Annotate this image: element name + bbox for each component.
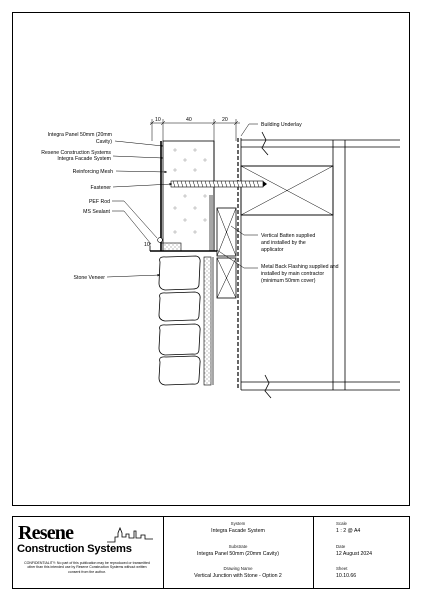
label-reinforcing-mesh: Reinforcing Mesh — [73, 169, 113, 175]
label-building-underlay: Building Underlay — [261, 122, 302, 128]
vertical-batten — [216, 207, 237, 257]
dim-1: 10 — [155, 117, 161, 123]
system-label: System — [230, 521, 246, 526]
label-integra-facade: Integra Facade System — [57, 156, 111, 162]
scale-value: 1 : 2 @ A4 — [336, 528, 361, 534]
label-integra-panel-cont: Cavity) — [96, 139, 112, 145]
substrate-value: Integra Panel 50mm (20mm Cavity) — [197, 551, 279, 557]
label-pef-rod: PEF Rod — [89, 199, 110, 205]
stone-veneer — [158, 255, 201, 386]
leader-lines — [106, 123, 258, 278]
sheet-label: Sheet — [336, 566, 348, 571]
logo-wordmark: Resene — [18, 522, 74, 544]
logo-subtitle: Construction Systems — [17, 543, 132, 555]
label-fastener: Fastener — [91, 185, 112, 191]
drawing-name-value: Vertical Junction with Stone - Option 2 — [194, 573, 282, 579]
label-vertical-batten-2: and installed by the — [261, 240, 306, 246]
label-metal-flashing-2: installed by main contractor — [261, 271, 324, 277]
label-ms-sealant: MS Sealant — [83, 209, 110, 215]
sheet-value: 10.10.66 — [336, 573, 357, 579]
fastener — [170, 180, 267, 188]
panel-edge-lines — [209, 195, 213, 251]
date-value: 12 August 2024 — [336, 551, 373, 557]
dimension-line — [149, 119, 240, 141]
label-vertical-batten-1: Vertical Batten supplied — [261, 233, 315, 239]
label-metal-flashing-1: Metal Back Flashing supplied and — [261, 264, 339, 270]
upper-panel — [160, 140, 215, 252]
scale-label: Scale — [336, 521, 347, 526]
confidentiality-note: CONFIDENTIALITY: No part of this publica… — [24, 561, 150, 574]
city-skyline-icon — [107, 526, 153, 543]
drawing-name-label: Drawing Name — [223, 566, 253, 571]
drawing-frame — [12, 12, 410, 506]
dim-2: 40 — [186, 117, 192, 123]
date-label: Date — [336, 544, 346, 549]
pef-rod-shape — [157, 237, 163, 243]
panel-plus-marks — [173, 148, 207, 234]
label-metal-flashing-3: (minimum 50mm cover) — [261, 278, 316, 284]
dim-4: 10 — [144, 242, 150, 248]
label-stone-veneer: Stone Veneer — [74, 275, 106, 281]
substrate-label: Substrate — [228, 544, 248, 549]
title-divider-1 — [163, 517, 164, 588]
floor-structure — [240, 131, 400, 399]
label-integra-panel: Integra Panel 50mm (20mm — [48, 132, 112, 138]
label-resene-cs: Resene Construction Systems — [41, 150, 111, 156]
title-block: Resene Construction Systems CONFIDENTIAL… — [12, 516, 410, 589]
title-divider-2 — [313, 517, 314, 588]
label-vertical-batten-3: applicator — [261, 247, 284, 253]
stone-backing — [203, 256, 214, 386]
lower-batten — [216, 257, 237, 299]
system-value: Integra Facade System — [211, 528, 265, 534]
dim-3: 20 — [222, 117, 228, 123]
